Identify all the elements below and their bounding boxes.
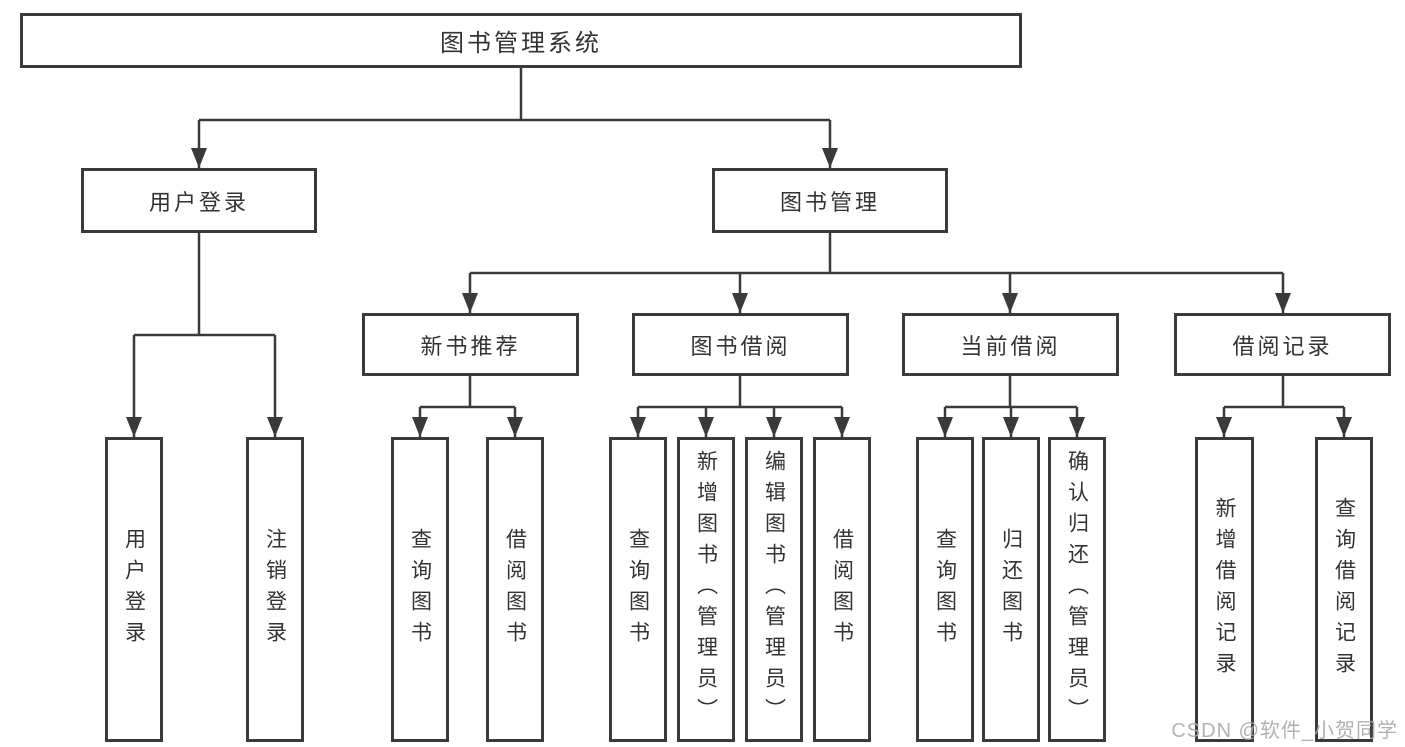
leaf-borrow-add-books-admin: 新增图书（管理员） bbox=[677, 437, 735, 742]
node-user-login-label: 用户登录 bbox=[148, 189, 249, 215]
leaf-records-query-record-label: 查询借阅记录 bbox=[1332, 496, 1356, 683]
leaf-borrow-query-books-label: 查询图书 bbox=[626, 527, 650, 652]
leaf-current-return-books: 归还图书 bbox=[982, 437, 1040, 742]
leaf-records-query-record: 查询借阅记录 bbox=[1315, 437, 1373, 742]
node-library-system-label: 图书管理系统 bbox=[440, 30, 602, 57]
node-borrow-records: 借阅记录 bbox=[1174, 313, 1391, 376]
leaf-borrow-borrow-books: 借阅图书 bbox=[813, 437, 871, 742]
leaf-recommend-query-books: 查询图书 bbox=[391, 437, 449, 742]
node-current-borrow-label: 当前借阅 bbox=[960, 333, 1061, 359]
leaf-recommend-borrow-books-label: 借阅图书 bbox=[503, 527, 527, 652]
leaf-current-query-books: 查询图书 bbox=[916, 437, 974, 742]
connector-book-management-children bbox=[462, 233, 1291, 313]
leaf-current-return-books-label: 归还图书 bbox=[999, 527, 1023, 652]
node-book-borrow: 图书借阅 bbox=[632, 313, 849, 376]
node-book-borrow-label: 图书借阅 bbox=[690, 333, 791, 359]
leaf-current-confirm-return-admin: 确认归还（管理员） bbox=[1048, 437, 1106, 742]
connector-root-to-level2 bbox=[191, 68, 838, 168]
leaf-recommend-borrow-books: 借阅图书 bbox=[486, 437, 544, 742]
leaf-borrow-add-books-admin-label: 新增图书（管理员） bbox=[694, 450, 718, 729]
node-library-system: 图书管理系统 bbox=[20, 13, 1022, 68]
leaf-records-add-record-label: 新增借阅记录 bbox=[1213, 496, 1237, 683]
node-borrow-records-label: 借阅记录 bbox=[1232, 333, 1333, 359]
leaf-borrow-query-books: 查询图书 bbox=[609, 437, 667, 742]
leaf-user-login: 用户登录 bbox=[105, 437, 163, 742]
node-user-login: 用户登录 bbox=[81, 168, 317, 233]
node-current-borrow: 当前借阅 bbox=[902, 313, 1119, 376]
connector-book-borrow-children bbox=[630, 376, 850, 437]
leaf-recommend-query-books-label: 查询图书 bbox=[408, 527, 432, 652]
node-book-management: 图书管理 bbox=[712, 168, 948, 233]
leaf-user-login-label: 用户登录 bbox=[122, 527, 146, 652]
connector-user-login-children bbox=[126, 233, 283, 437]
connector-new-book-recommend-children bbox=[412, 376, 523, 437]
watermark: CSDN @软件_小贺同学 bbox=[1171, 720, 1398, 742]
leaf-borrow-edit-books-admin-label: 编辑图书（管理员） bbox=[762, 450, 786, 729]
connector-borrow-records-children bbox=[1216, 376, 1352, 437]
leaf-current-query-books-label: 查询图书 bbox=[933, 527, 957, 652]
leaf-current-confirm-return-admin-label: 确认归还（管理员） bbox=[1065, 450, 1089, 729]
leaf-logout: 注销登录 bbox=[246, 437, 304, 742]
node-new-book-recommend-label: 新书推荐 bbox=[420, 333, 521, 359]
leaf-logout-label: 注销登录 bbox=[263, 527, 287, 652]
leaf-borrow-edit-books-admin: 编辑图书（管理员） bbox=[745, 437, 803, 742]
leaf-borrow-borrow-books-label: 借阅图书 bbox=[830, 527, 854, 652]
node-book-management-label: 图书管理 bbox=[779, 189, 880, 215]
node-new-book-recommend: 新书推荐 bbox=[362, 313, 579, 376]
leaf-records-add-record: 新增借阅记录 bbox=[1195, 437, 1254, 742]
connector-current-borrow-children bbox=[937, 376, 1085, 437]
